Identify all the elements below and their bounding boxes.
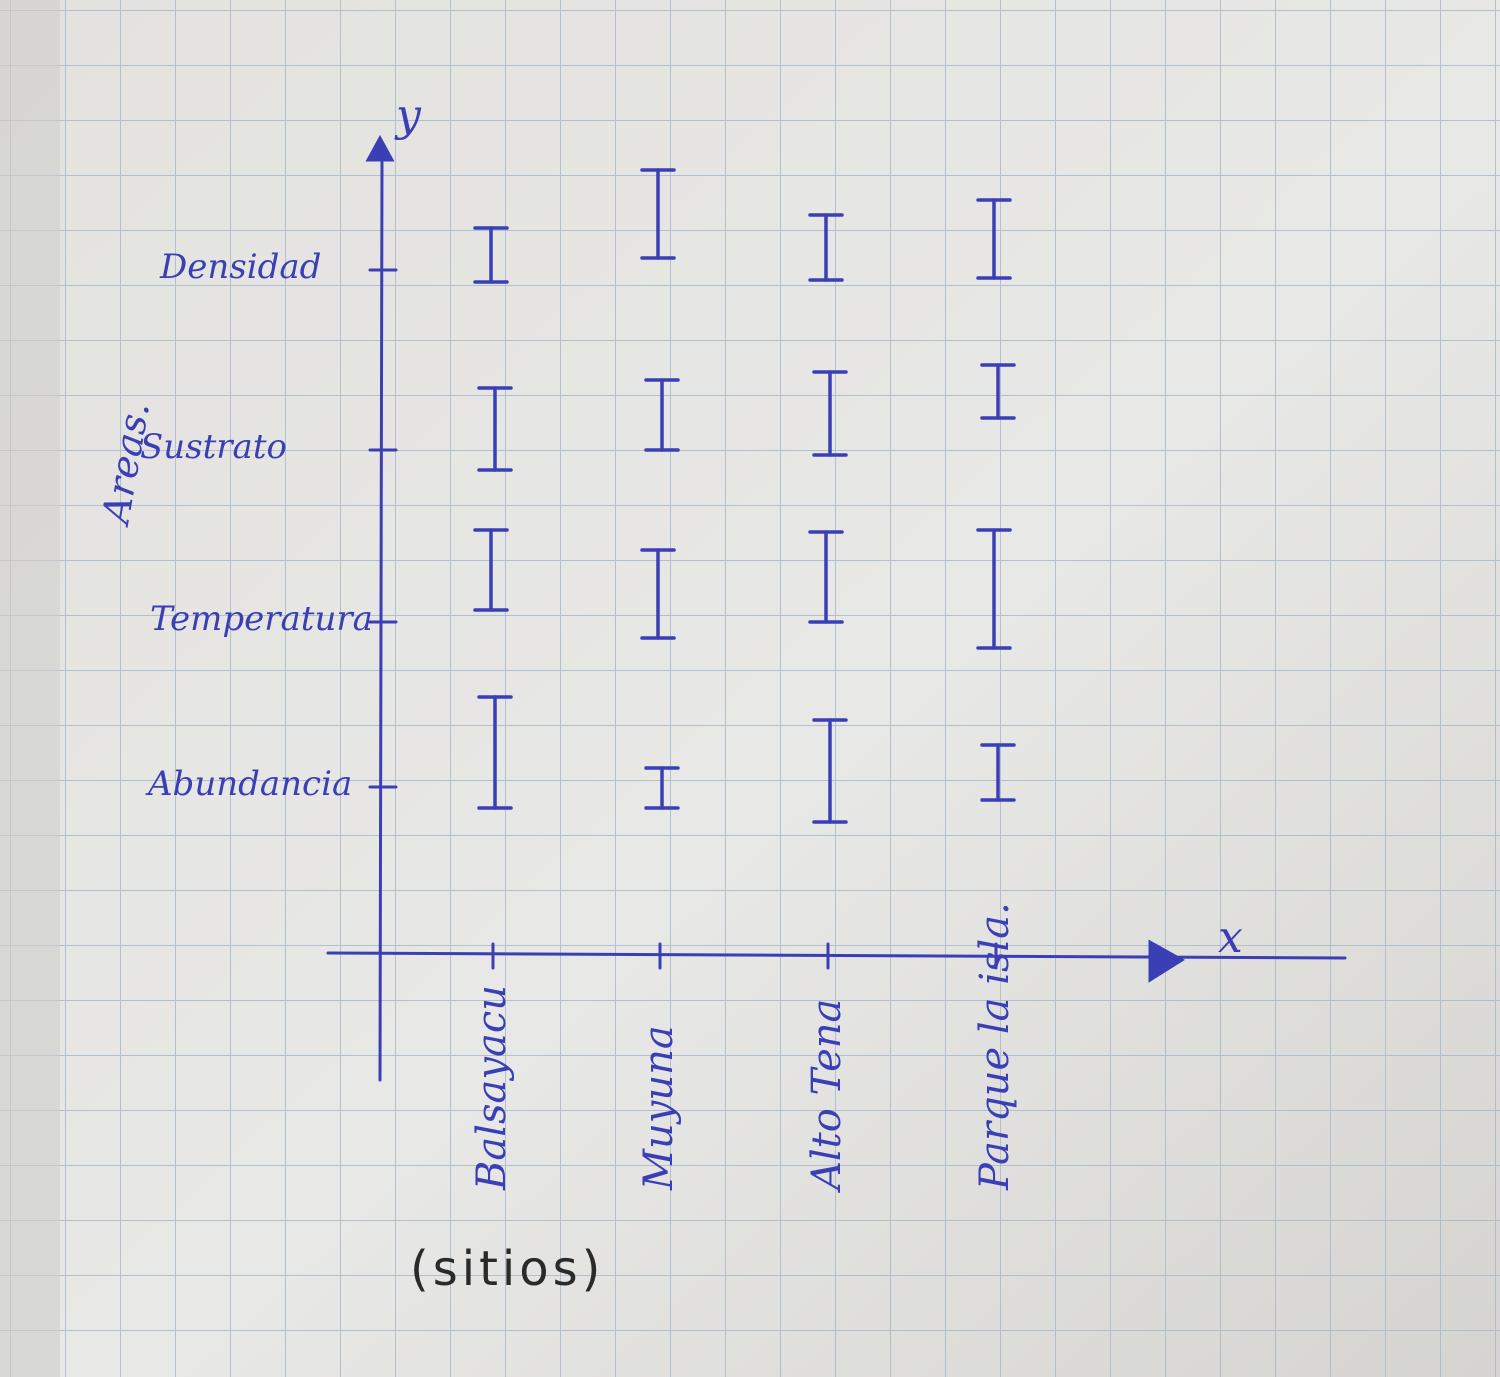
row-label-2: Temperatura <box>150 599 373 639</box>
row-label-1: Sustrato <box>140 427 287 467</box>
error-bars <box>473 168 1016 824</box>
x-axis-title: (sitios) <box>410 1241 604 1297</box>
error-bar-0-3 <box>976 198 1012 280</box>
error-bar-2-3 <box>976 528 1012 650</box>
error-bar-0-2 <box>808 213 844 282</box>
y-axis-arrowhead <box>365 134 395 162</box>
x-axis-arrowhead <box>1148 939 1185 983</box>
error-bar-1-3 <box>980 363 1016 420</box>
error-bar-0-0 <box>473 226 509 284</box>
error-bar-2-1 <box>640 548 676 640</box>
paper-edge-shadow <box>0 0 60 1377</box>
error-bar-3-0 <box>477 695 513 810</box>
y-axis-letter: y <box>394 90 422 141</box>
site-label-2: Alto Tena <box>804 999 850 1194</box>
axes <box>326 134 1347 1082</box>
error-bar-1-0 <box>477 386 513 472</box>
error-bar-3-1 <box>644 766 680 810</box>
site-label-3: Parque la isla. <box>972 902 1018 1191</box>
error-bar-2-0 <box>473 528 509 612</box>
error-bar-3-2 <box>812 718 848 824</box>
site-label-0: Balsayacu <box>469 985 515 1191</box>
error-bar-0-1 <box>640 168 676 260</box>
error-bar-1-2 <box>812 370 848 457</box>
error-bar-2-2 <box>808 530 844 624</box>
y-axis-line <box>378 156 384 1082</box>
site-label-1: Muyuna <box>636 1025 682 1191</box>
error-bar-3-3 <box>980 743 1016 802</box>
row-label-3: Abundancia <box>145 764 352 804</box>
error-bar-1-1 <box>644 378 680 452</box>
row-label-0: Densidad <box>159 247 321 287</box>
site-labels: Balsayacu Muyuna Alto Tena Parque la isla. <box>469 902 1018 1194</box>
x-axis-letter: x <box>1218 912 1243 963</box>
